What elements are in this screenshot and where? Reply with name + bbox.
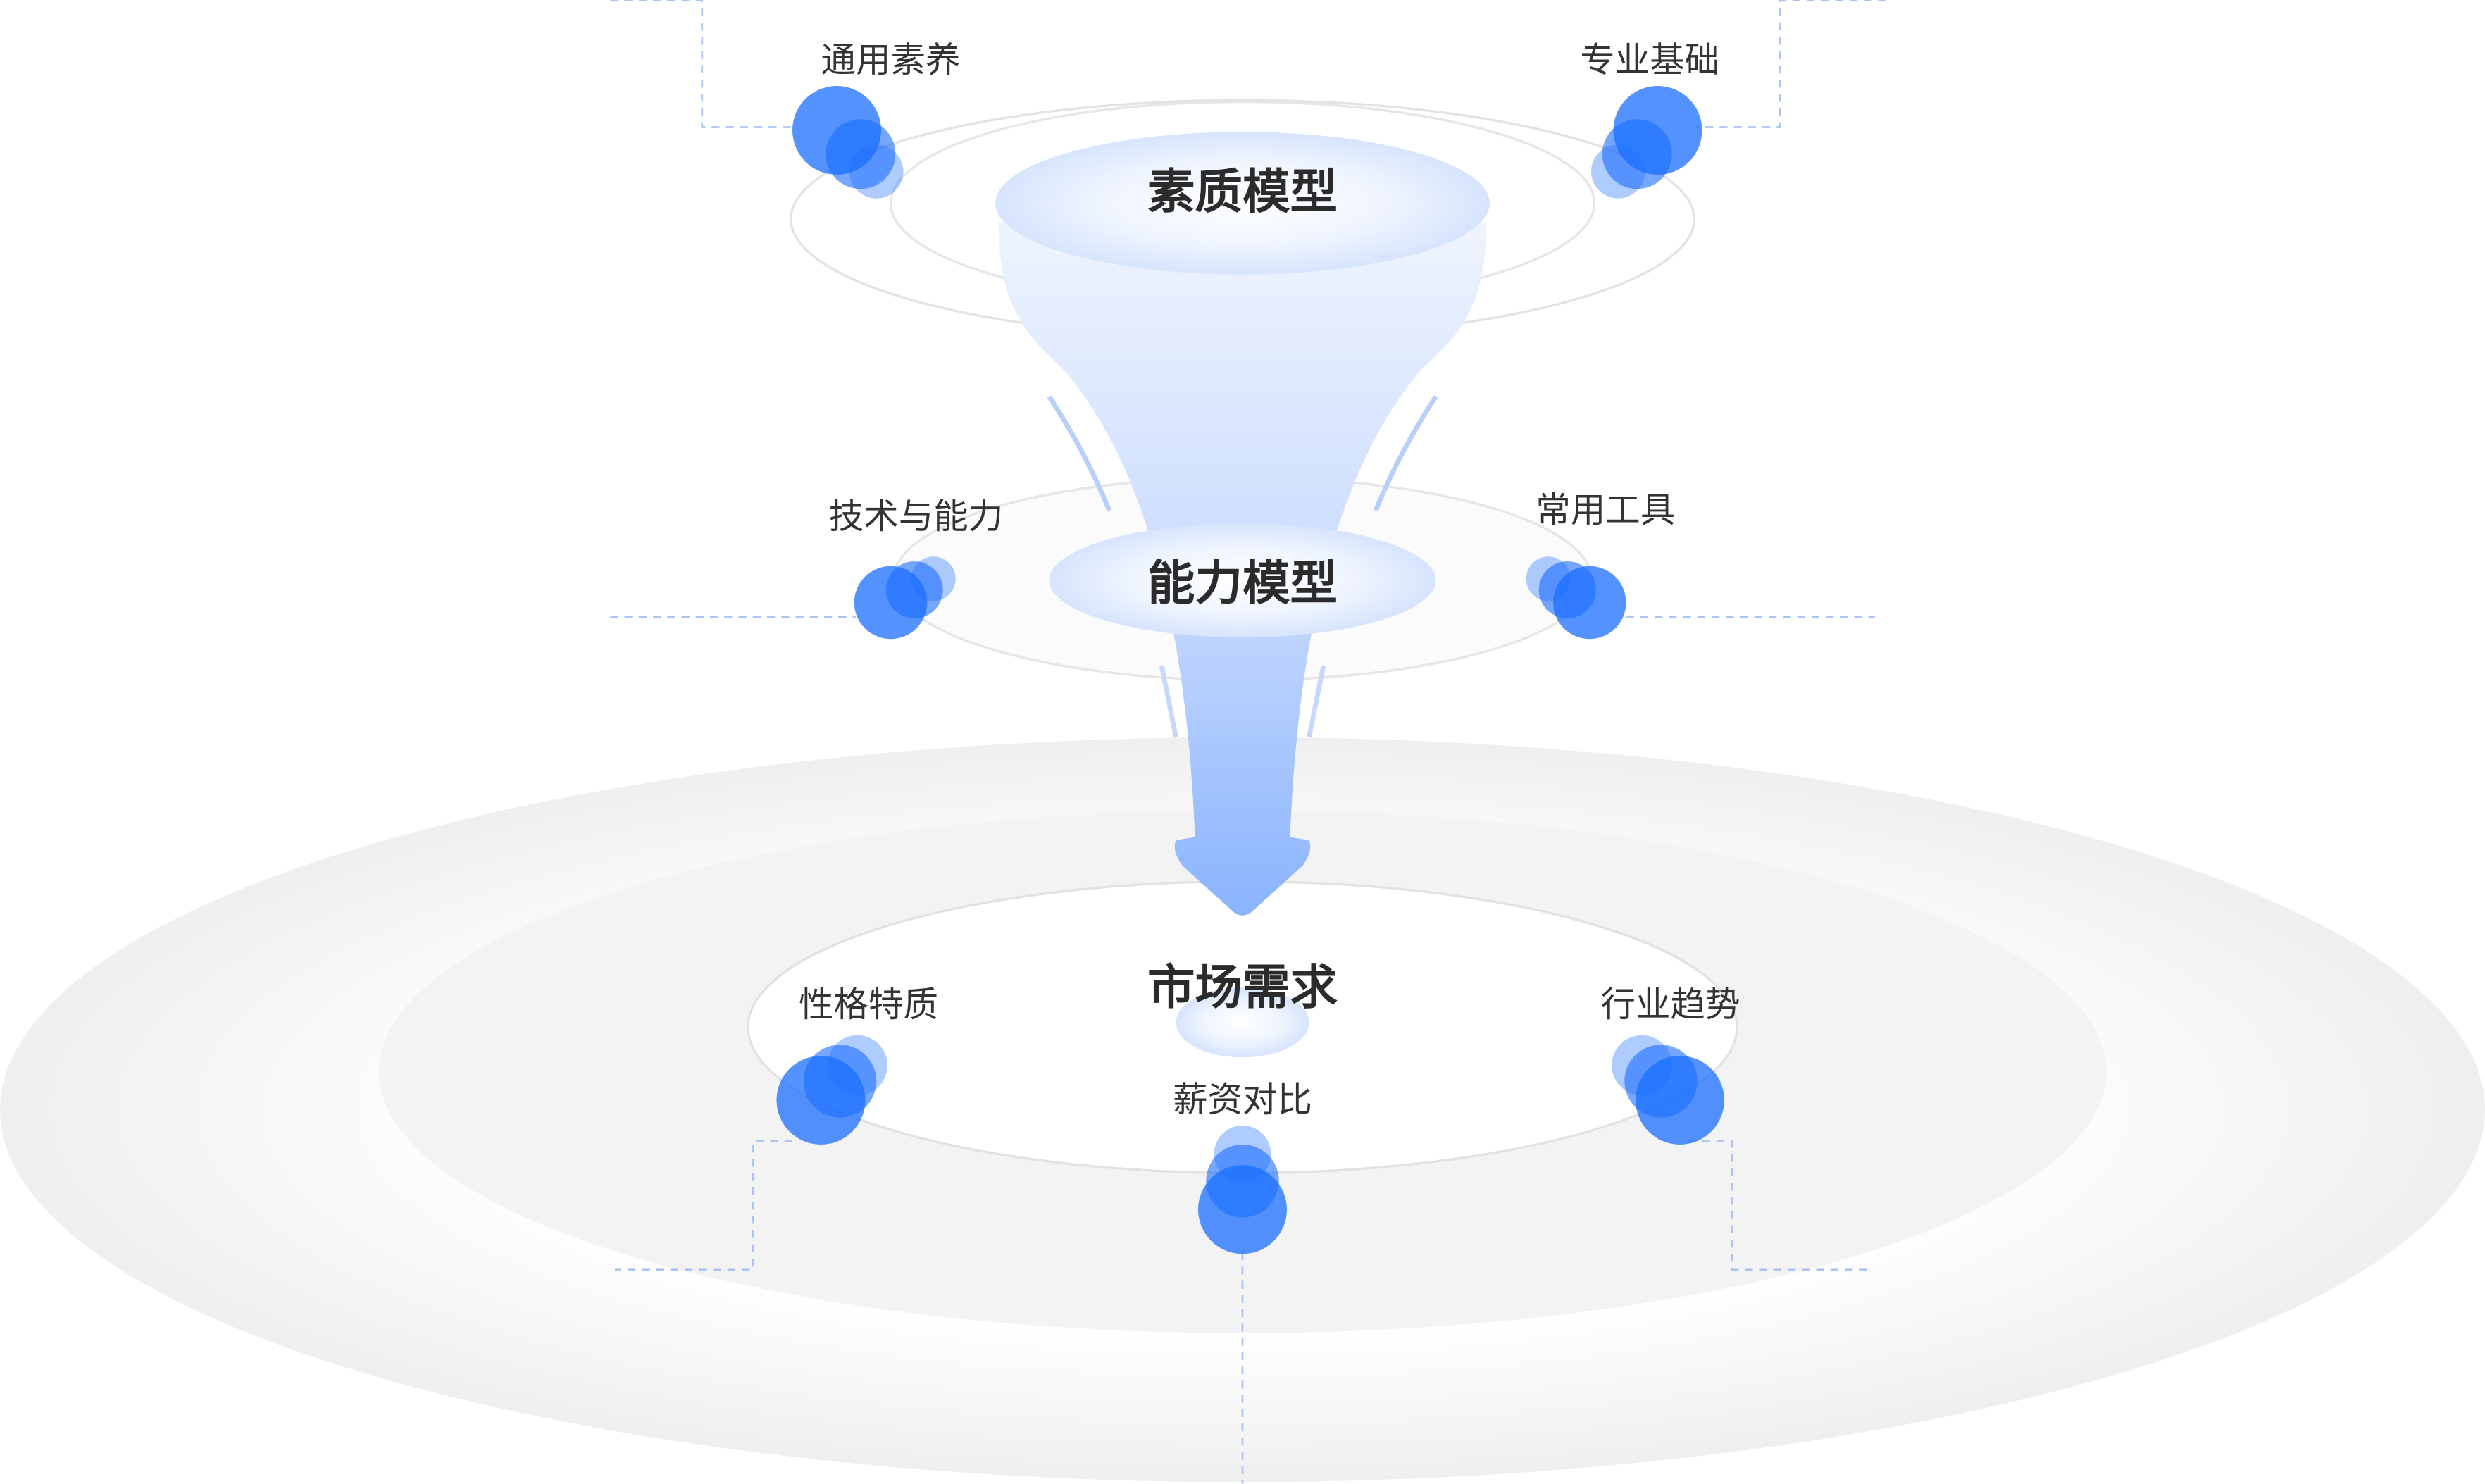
dot-cluster-professional-basics[interactable] (1591, 86, 1702, 199)
dot-cluster-salary[interactable] (1198, 1126, 1287, 1254)
dot-cluster-tech-ability[interactable] (854, 556, 956, 640)
funnel-side-streak-left (1047, 395, 1112, 512)
top-glow (995, 132, 1490, 275)
funnel-side-streak-right-2 (1307, 665, 1326, 738)
connector-lines (610, 0, 1886, 1484)
middle-glow (1049, 523, 1436, 637)
label-personality: 性格特质 (799, 984, 938, 1025)
dot-cluster-personality[interactable] (776, 1035, 888, 1145)
label-general-literacy: 通用素养 (821, 39, 961, 80)
ability-model-title: 能力模型 (1147, 555, 1338, 611)
label-tech-ability: 技术与能力 (829, 496, 1004, 537)
market-glow (1176, 987, 1309, 1058)
funnel-side-streak-right (1373, 395, 1438, 512)
label-professional-basics: 专业基础 (1580, 39, 1719, 80)
label-salary-comparison: 薪资对比 (1173, 1079, 1312, 1120)
quality-model-title: 素质模型 (1147, 163, 1338, 219)
label-common-tools: 常用工具 (1536, 490, 1675, 530)
dot-cluster-industry-trends[interactable] (1612, 1035, 1724, 1145)
dot-cluster-general-literacy[interactable] (792, 86, 904, 199)
market-demand-title: 市场需求 (1147, 959, 1338, 1015)
funnel-side-streak-left-2 (1159, 665, 1178, 738)
dot-cluster-common-tools[interactable] (1526, 556, 1626, 640)
label-industry-trends: 行业趋势 (1601, 984, 1740, 1025)
